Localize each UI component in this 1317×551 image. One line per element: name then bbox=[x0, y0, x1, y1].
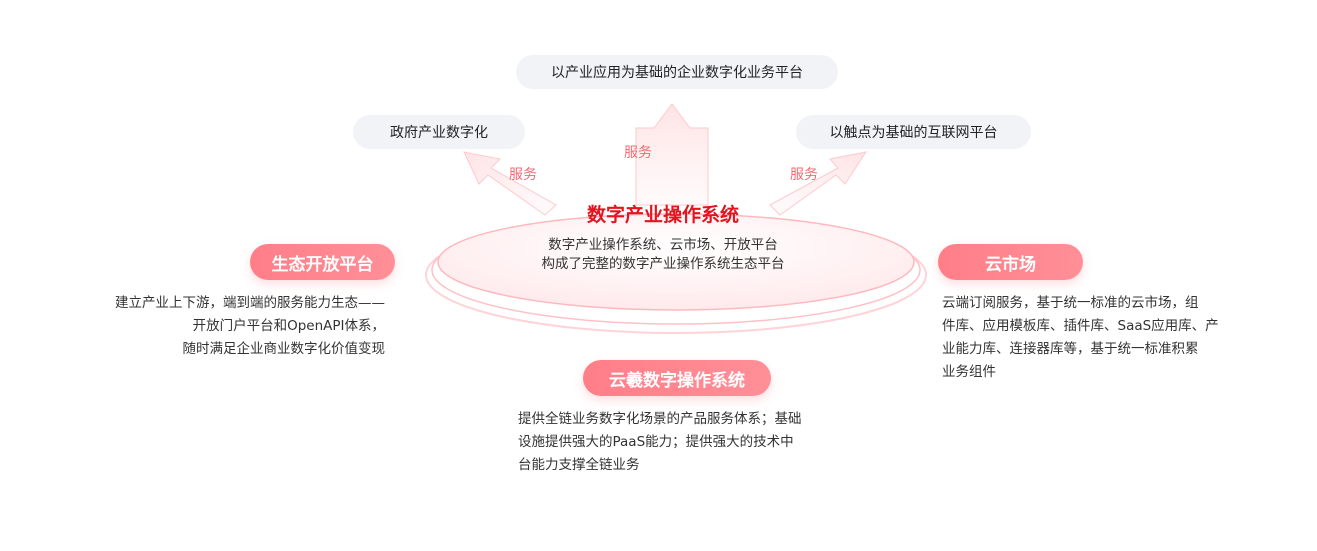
arrow-up-right bbox=[769, 151, 868, 216]
cloud-market-desc-line: 业能力库、连接器库等，基于统一标准积累 bbox=[942, 341, 1199, 357]
ecosystem-desc-line: 建立产业上下游，端到端的服务能力生态—— bbox=[115, 295, 385, 311]
yunyi-os-badge: 云羲数字操作系统 bbox=[583, 360, 771, 396]
platform-internet-label: 以触点为基础的互联网平台 bbox=[829, 125, 998, 141]
ecosystem-desc-line: 随时满足企业商业数字化价值变现 bbox=[182, 341, 386, 357]
yunyi-os-description: 提供全链业务数字化场景的产品服务体系；基础 设施提供强大的PaaS能力；提供强大… bbox=[518, 408, 802, 477]
platform-internet: 以触点为基础的互联网平台 bbox=[796, 115, 1031, 149]
ecosystem-platform-badge: 生态开放平台 bbox=[250, 244, 395, 280]
platform-enterprise-digital: 以产业应用为基础的企业数字化业务平台 bbox=[516, 55, 838, 89]
cloud-market-description: 云端订阅服务，基于统一标准的云市场，组 件库、应用模板库、插件库、SaaS应用库… bbox=[942, 292, 1219, 384]
yunyi-os-desc-line: 提供全链业务数字化场景的产品服务体系；基础 bbox=[518, 411, 802, 427]
service-label-right: 服务 bbox=[790, 167, 818, 183]
core-description: 数字产业操作系统、云市场、开放平台 构成了完整的数字产业操作系统生态平台 bbox=[520, 236, 806, 274]
yunyi-os-desc-line: 台能力支撑全链业务 bbox=[518, 457, 640, 473]
core-desc-line: 构成了完整的数字产业操作系统生态平台 bbox=[541, 256, 785, 272]
cloud-market-badge: 云市场 bbox=[938, 244, 1083, 280]
platform-government-digital-label: 政府产业数字化 bbox=[390, 125, 488, 141]
cloud-market-desc-line: 云端订阅服务，基于统一标准的云市场，组 bbox=[942, 295, 1199, 311]
cloud-market-desc-line: 件库、应用模板库、插件库、SaaS应用库、产 bbox=[942, 318, 1219, 334]
platform-disc bbox=[437, 213, 915, 311]
arrow-up-center bbox=[635, 103, 709, 206]
service-label-left: 服务 bbox=[509, 167, 537, 183]
arrow-up-left bbox=[463, 151, 557, 216]
platform-government-digital: 政府产业数字化 bbox=[353, 115, 525, 149]
yunyi-os-title: 云羲数字操作系统 bbox=[609, 370, 745, 391]
core-title: 数字产业操作系统 bbox=[586, 204, 739, 226]
ecosystem-desc-line: 开放门户平台和OpenAPI体系， bbox=[192, 318, 385, 334]
service-label-center: 服务 bbox=[624, 145, 652, 161]
cloud-market-desc-line: 业务组件 bbox=[942, 364, 996, 380]
ecosystem-platform-description: 建立产业上下游，端到端的服务能力生态—— 开放门户平台和OpenAPI体系， 随… bbox=[115, 292, 385, 361]
yunyi-os-desc-line: 设施提供强大的PaaS能力；提供强大的技术中 bbox=[518, 434, 794, 450]
platform-enterprise-digital-label: 以产业应用为基础的企业数字化业务平台 bbox=[551, 65, 803, 81]
ecosystem-platform-title: 生态开放平台 bbox=[271, 254, 374, 275]
cloud-market-title: 云市场 bbox=[985, 254, 1036, 275]
core-desc-line: 数字产业操作系统、云市场、开放平台 bbox=[548, 237, 778, 253]
